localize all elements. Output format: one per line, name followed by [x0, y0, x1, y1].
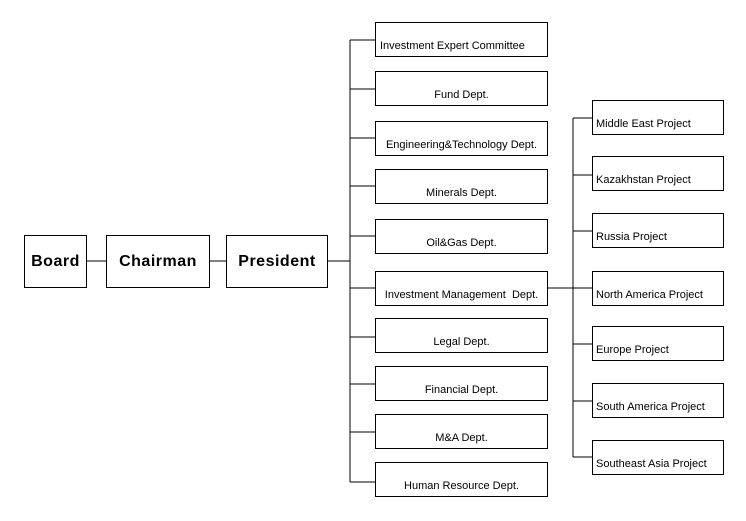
dept-minerals: Minerals Dept.	[375, 169, 548, 204]
dept-label: Financial Dept.	[424, 384, 499, 396]
dept-label: Investment Expert Committee	[380, 40, 525, 52]
project-label: Southeast Asia Project	[596, 458, 707, 470]
dept-label: Engineering&Technology Dept.	[385, 139, 538, 151]
dept-investment-expert-committee: Investment Expert Committee	[375, 22, 548, 57]
president-label: President	[238, 252, 316, 270]
chairman-label: Chairman	[119, 252, 197, 270]
dept-financial: Financial Dept.	[375, 366, 548, 401]
dept-legal: Legal Dept.	[375, 318, 548, 353]
dept-fund: Fund Dept.	[375, 71, 548, 106]
board-box: Board	[24, 235, 87, 288]
dept-investment-management: Investment Management Dept.	[375, 271, 548, 306]
project-middle-east: Middle East Project	[592, 100, 724, 135]
dept-label: Minerals Dept.	[426, 187, 497, 199]
project-kazakhstan: Kazakhstan Project	[592, 156, 724, 191]
board-label: Board	[31, 252, 80, 270]
chairman-box: Chairman	[106, 235, 210, 288]
project-south-america: South America Project	[592, 383, 724, 418]
project-russia: Russia Project	[592, 213, 724, 248]
dept-label: Legal Dept.	[433, 336, 490, 348]
dept-human-resource: Human Resource Dept.	[375, 462, 548, 497]
dept-label: Fund Dept.	[434, 89, 489, 101]
project-label: Kazakhstan Project	[596, 174, 691, 186]
project-southeast-asia: Southeast Asia Project	[592, 440, 724, 475]
project-label: South America Project	[596, 401, 705, 413]
dept-oil-gas: Oil&Gas Dept.	[375, 219, 548, 254]
project-north-america: North America Project	[592, 271, 724, 306]
project-label: Middle East Project	[596, 118, 691, 130]
president-box: President	[226, 235, 328, 288]
dept-label: Oil&Gas Dept.	[426, 237, 497, 249]
dept-engineering-technology: Engineering&Technology Dept.	[375, 121, 548, 156]
dept-label: Human Resource Dept.	[404, 480, 519, 492]
dept-label: Investment Management Dept.	[384, 289, 539, 301]
project-label: North America Project	[596, 289, 703, 301]
project-europe: Europe Project	[592, 326, 724, 361]
dept-m-and-a: M&A Dept.	[375, 414, 548, 449]
project-label: Europe Project	[596, 344, 669, 356]
project-label: Russia Project	[596, 231, 667, 243]
dept-label: M&A Dept.	[435, 432, 488, 444]
